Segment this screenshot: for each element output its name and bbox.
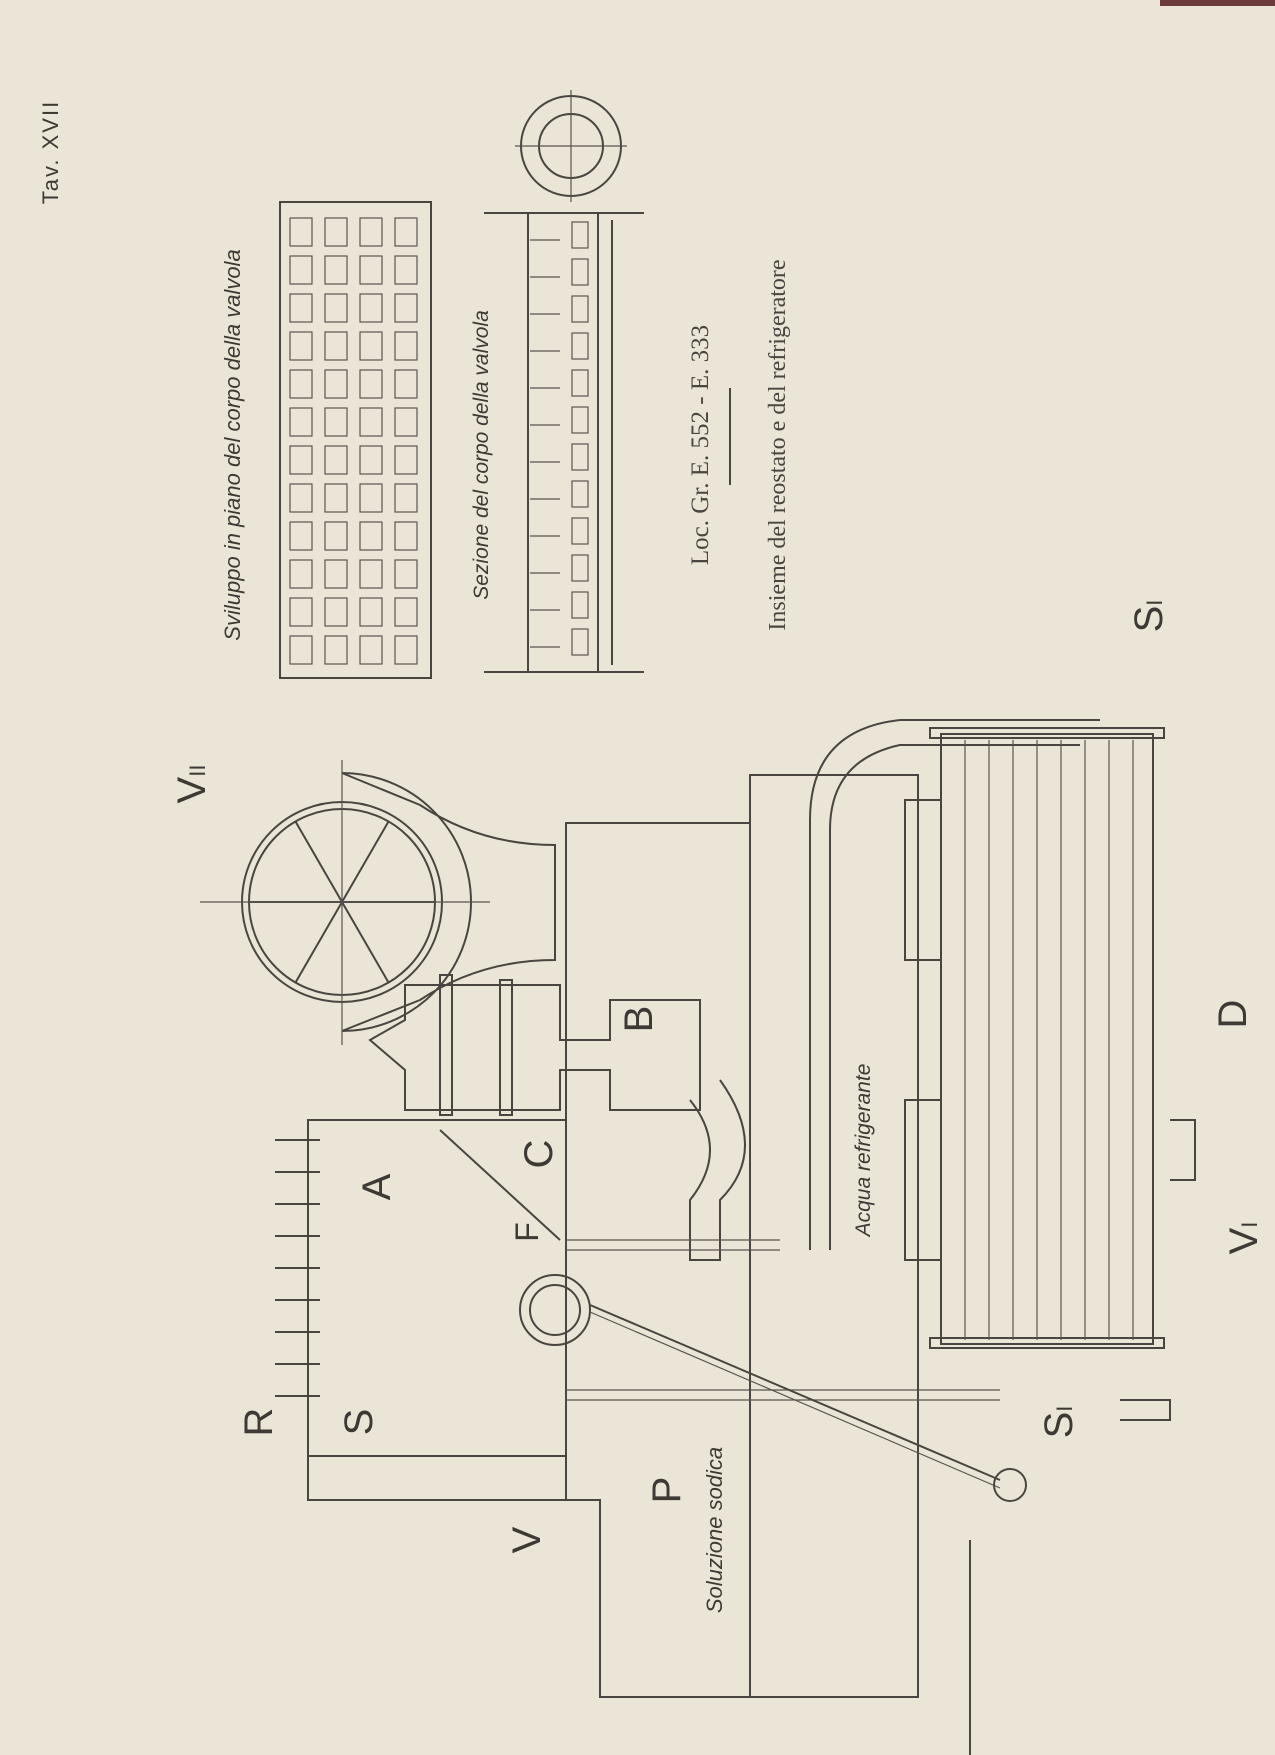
- section-slot: [571, 295, 589, 323]
- grid-slot: [359, 293, 383, 323]
- grid-slot: [324, 521, 348, 551]
- label-f: F: [509, 1222, 545, 1242]
- grid-slot: [394, 521, 418, 551]
- section-slot: [571, 591, 589, 619]
- grid-slot: [324, 597, 348, 627]
- plate-number: Tav. XVII: [38, 100, 63, 204]
- grid-slot: [359, 635, 383, 665]
- cooler-d: [904, 727, 1196, 1421]
- label-s1-bottom: SI: [1037, 1406, 1081, 1439]
- grid-slot: [289, 293, 313, 323]
- grid-slot: [359, 483, 383, 513]
- section-slot: [571, 628, 589, 656]
- label-p: P: [645, 1477, 689, 1504]
- grid-slot: [289, 255, 313, 285]
- grid-slot: [289, 445, 313, 475]
- grid-slot: [289, 369, 313, 399]
- grid-slot: [359, 597, 383, 627]
- section-slot: [571, 258, 589, 286]
- grid-slot: [394, 407, 418, 437]
- grid-slot: [359, 521, 383, 551]
- soda-tank-p: [565, 719, 1100, 1698]
- label-c: C: [517, 1140, 561, 1169]
- grid-slot: [324, 255, 348, 285]
- caption: Insieme del reostato e del refrigeratore: [765, 259, 791, 630]
- grid-slot: [394, 635, 418, 665]
- fan-spoke: [341, 820, 390, 903]
- grid-slot: [359, 217, 383, 247]
- grid-slot: [324, 483, 348, 513]
- grid-slot: [394, 483, 418, 513]
- grid-slot: [394, 331, 418, 361]
- grid-slot: [394, 255, 418, 285]
- grid-slot: [324, 559, 348, 589]
- grid-slot: [324, 407, 348, 437]
- label-v2: VII: [170, 765, 214, 804]
- grid-slot: [359, 407, 383, 437]
- valve-development-grid: [279, 201, 432, 679]
- grid-slot: [289, 559, 313, 589]
- label-s: S: [337, 1409, 381, 1436]
- valve-v: [519, 1274, 1027, 1755]
- grid-slot: [359, 445, 383, 475]
- grid-slot: [324, 369, 348, 399]
- grid-slot: [359, 369, 383, 399]
- section-slot: [571, 332, 589, 360]
- grid-slot: [289, 217, 313, 247]
- grid-slot: [359, 331, 383, 361]
- grid-slot: [394, 559, 418, 589]
- grid-slot: [394, 217, 418, 247]
- label-soda-solution: Soluzione sodica: [702, 1447, 727, 1613]
- grid-slot: [359, 255, 383, 285]
- grid-slot: [289, 331, 313, 361]
- rheostat-tank-a: [275, 1119, 567, 1501]
- fan-spoke: [294, 901, 343, 984]
- section-slot: [571, 443, 589, 471]
- grid-slot: [289, 521, 313, 551]
- label-a: A: [355, 1173, 399, 1200]
- grid-slot: [394, 369, 418, 399]
- blower-b: [368, 974, 746, 1261]
- section-slot: [571, 406, 589, 434]
- section-title: Sezione del corpo della valvola: [470, 310, 493, 600]
- grid-slot: [359, 559, 383, 589]
- locomotive-title: Loc. Gr. E. 552 - E. 333: [687, 325, 714, 565]
- grid-slot: [394, 597, 418, 627]
- grid-slot: [324, 445, 348, 475]
- section-slot: [571, 554, 589, 582]
- fan-spoke: [341, 901, 390, 984]
- section-slot: [571, 480, 589, 508]
- section-slot: [571, 221, 589, 249]
- valve-ring-section: [515, 90, 627, 202]
- grid-slot: [289, 635, 313, 665]
- label-v: V: [505, 1526, 549, 1553]
- grid-slot: [324, 293, 348, 323]
- grid-slot: [394, 445, 418, 475]
- grid-slot: [324, 635, 348, 665]
- valve-section-drawing: [484, 212, 644, 673]
- label-v1: VI: [1222, 1222, 1266, 1255]
- development-title: Sviluppo in piano del corpo della valvol…: [220, 249, 245, 640]
- label-s1-top: SI: [1127, 600, 1171, 633]
- grid-slot: [324, 217, 348, 247]
- section-slot: [571, 517, 589, 545]
- grid-slot: [289, 597, 313, 627]
- grid-slot: [324, 331, 348, 361]
- label-r: R: [237, 1408, 281, 1437]
- label-b: B: [617, 1006, 661, 1033]
- section-slot: [571, 369, 589, 397]
- label-d: D: [1211, 1000, 1255, 1029]
- grid-slot: [289, 483, 313, 513]
- fan-wheel: [200, 760, 556, 1045]
- grid-slot: [394, 293, 418, 323]
- grid-slot: [289, 407, 313, 437]
- fan-spoke: [294, 820, 343, 903]
- label-cooling-water: Acqua refrigerante: [852, 1064, 875, 1239]
- page-edge: [1160, 0, 1275, 6]
